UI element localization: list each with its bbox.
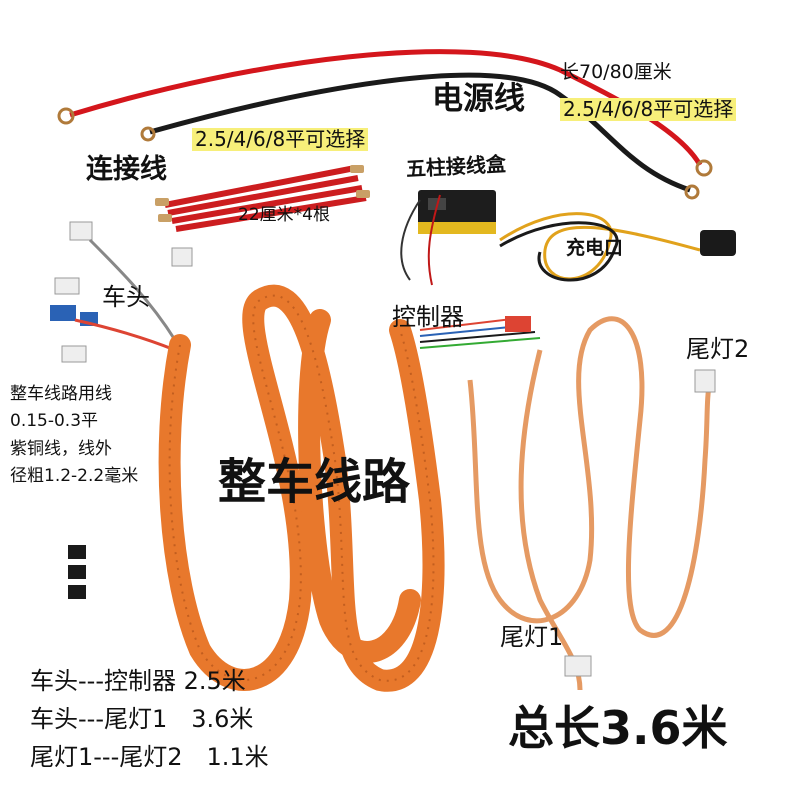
wire-spec-line-3: 紫铜线，线外 <box>10 439 112 459</box>
tail-light-cable <box>467 316 716 691</box>
power-cable-label: 电源线 <box>432 81 525 117</box>
length-line-3: 尾灯1---尾灯2 1.1米 <box>30 743 269 771</box>
charge-port-cable <box>499 212 736 282</box>
power-cable-wires <box>57 49 713 200</box>
harness-ribs <box>168 294 435 682</box>
length-line-2: 车头---尾灯1 3.6米 <box>30 705 254 733</box>
wire-spec-line-2: 0.15-0.3平 <box>10 411 99 431</box>
total-length-label: 总长3.6米 <box>508 701 728 755</box>
charge-port-label: 充电口 <box>566 237 624 259</box>
head-label: 车头 <box>102 283 150 311</box>
head-connectors <box>50 221 193 599</box>
wire-spec-line-4: 径粗1.2-2.2毫米 <box>10 466 139 486</box>
power-gauge-label: 2.5/4/6/8平可选择 <box>560 98 737 121</box>
connect-gauge-label: 2.5/4/6/8平可选择 <box>192 128 369 151</box>
tail-light-2-label: 尾灯2 <box>686 335 750 363</box>
connect-cable-label: 连接线 <box>86 154 167 185</box>
harness-title: 整车线路 <box>218 454 411 510</box>
controller-label: 控制器 <box>392 303 464 331</box>
power-length-label: 长70/80厘米 <box>560 61 672 83</box>
tail-light-1-label: 尾灯1 <box>500 623 564 651</box>
controller-wires <box>419 316 541 349</box>
wire-spec-line-1: 整车线路用线 <box>10 384 112 404</box>
length-line-1: 车头---控制器 2.5米 <box>30 667 246 695</box>
connect-length-label: 22厘米*4根 <box>238 205 330 225</box>
terminal-box <box>400 190 496 286</box>
connect-cables <box>164 165 367 232</box>
